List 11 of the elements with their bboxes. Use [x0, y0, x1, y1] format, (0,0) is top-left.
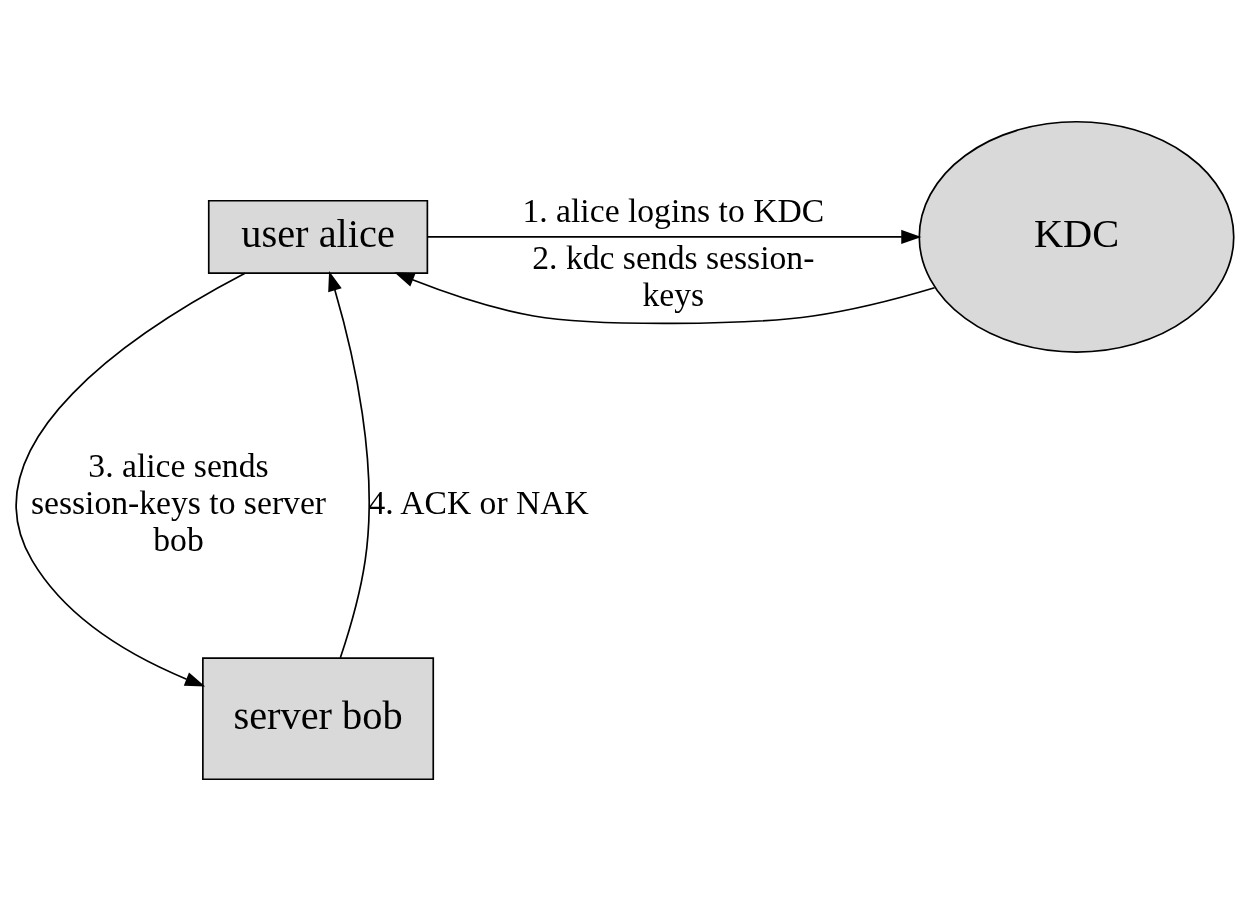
arrow: [426, 229, 922, 244]
arrow: [15, 272, 246, 687]
edge-label: 1. alice logins to KDC: [522, 191, 825, 229]
node-box: server bob: [202, 657, 435, 781]
arrow: [328, 270, 370, 659]
edge-label: 3. alice sends session-keys to server bob: [30, 446, 327, 558]
edge-label: 4. ACK or NAK: [368, 483, 589, 521]
node-ellipse: KDC: [918, 120, 1235, 353]
node-box: user alice: [207, 199, 429, 274]
edge-label: 2. kdc sends session-keys: [532, 238, 815, 313]
arrow: [394, 272, 936, 325]
